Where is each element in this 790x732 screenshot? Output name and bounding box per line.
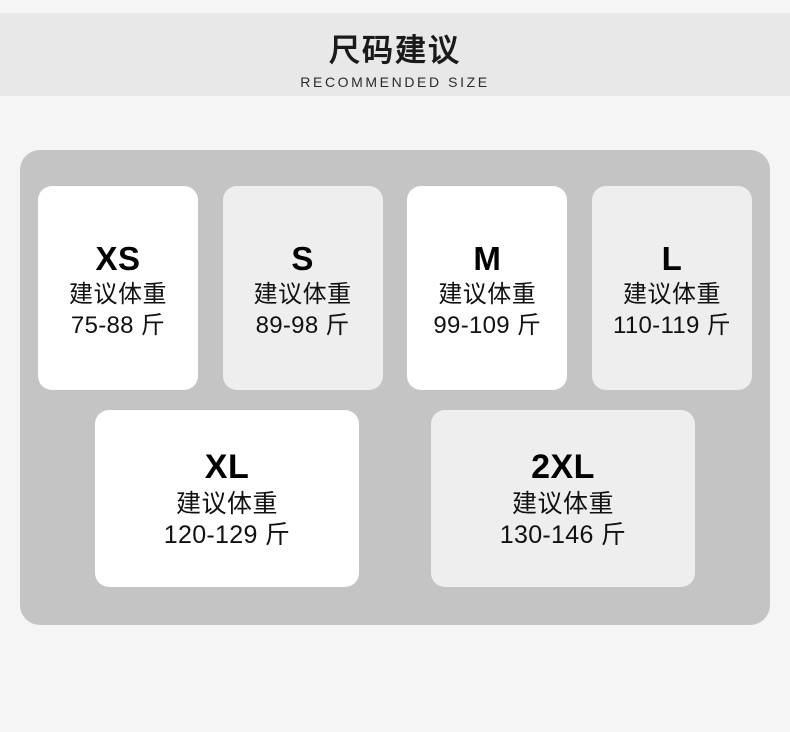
top-margin-strip [0,0,790,13]
size-card-s[interactable]: S 建议体重 89-98 斤 [222,186,383,390]
size-card-m[interactable]: M 建议体重 99-109 斤 [407,186,568,390]
size-card-2xl-advice: 建议体重 [511,489,614,518]
size-card-xl-advice: 建议体重 [175,489,278,518]
size-card-s-weight: 89-98 斤 [255,311,350,339]
size-card-s-label: S [291,240,314,278]
size-card-xs-weight: 75-88 斤 [70,311,166,339]
size-card-2xl[interactable]: 2XL 建议体重 130-146 斤 [431,410,695,587]
size-card-m-advice: 建议体重 [438,281,537,309]
size-card-xl[interactable]: XL 建议体重 120-129 斤 [95,410,359,587]
size-card-row-top: XS 建议体重 75-88 斤 S 建议体重 89-98 斤 M 建议体重 99… [38,186,752,390]
page-subtitle: RECOMMENDED SIZE [300,73,490,90]
size-chart-panel: XS 建议体重 75-88 斤 S 建议体重 89-98 斤 M 建议体重 99… [20,150,770,625]
size-card-2xl-label: 2XL [531,448,595,487]
size-card-l[interactable]: L 建议体重 110-119 斤 [591,186,752,390]
size-card-row-bottom: XL 建议体重 120-129 斤 2XL 建议体重 130-146 斤 [95,410,695,587]
size-card-l-label: L [661,240,683,278]
size-card-xs-advice: 建议体重 [69,281,167,309]
size-card-2xl-weight: 130-146 斤 [499,521,627,550]
size-card-xl-label: XL [204,448,250,487]
header-band: 尺码建议 RECOMMENDED SIZE [0,13,790,96]
size-card-l-weight: 110-119 斤 [613,311,731,339]
size-card-l-advice: 建议体重 [622,281,721,309]
size-card-xs-label: XS [95,240,141,278]
page-title: 尺码建议 [329,33,461,68]
size-card-xl-weight: 120-129 斤 [163,521,291,550]
size-card-s-advice: 建议体重 [253,281,352,309]
size-card-xs[interactable]: XS 建议体重 75-88 斤 [38,186,198,390]
size-card-m-label: M [473,240,502,278]
size-card-m-weight: 99-109 斤 [433,311,542,339]
